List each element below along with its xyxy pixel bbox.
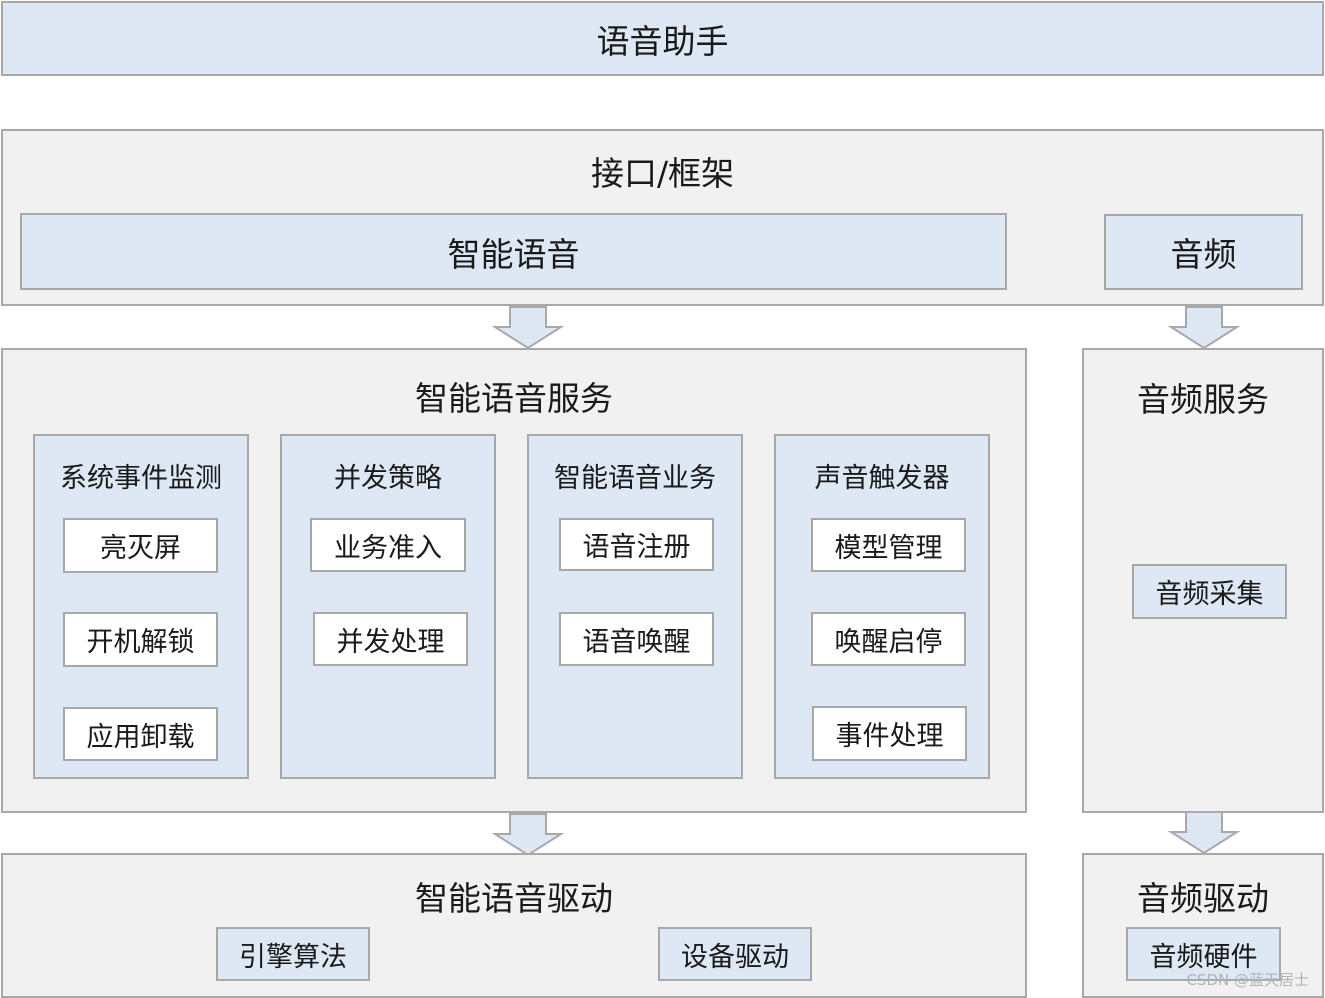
boot-unlock-item: 开机解锁 (63, 612, 218, 667)
voice-assistant-title: 语音助手 (596, 21, 729, 61)
device-driver-item: 设备驱动 (658, 927, 812, 981)
wakeup-start-stop-label: 唤醒启停 (834, 626, 943, 658)
screen-on-off-item: 亮灭屏 (63, 518, 218, 573)
voice-registration-item: 语音注册 (559, 518, 714, 571)
audio-interface: 音频 (1104, 214, 1303, 290)
intelligent-voice-interface: 智能语音 (20, 213, 1007, 290)
system-event-monitor-title: 系统事件监测 (60, 463, 222, 494)
app-uninstall-label: 应用卸载 (86, 721, 195, 753)
voice-registration-label: 语音注册 (582, 532, 691, 563)
audio-hardware-label: 音频硬件 (1149, 941, 1258, 973)
audio-capture-label: 音频采集 (1155, 579, 1264, 610)
intelligent-voice-interface-label: 智能语音 (447, 234, 580, 274)
business-admission-item: 业务准入 (310, 518, 466, 572)
concurrency-handling-item: 并发处理 (313, 612, 468, 666)
intelligent-voice-driver: 智能语音驱动 (1, 853, 1027, 998)
model-management-item: 模型管理 (811, 518, 966, 572)
device-driver-label: 设备驱动 (681, 941, 789, 973)
event-handling-label: 事件处理 (835, 721, 944, 752)
audio-driver-title: 音频驱动 (1137, 879, 1269, 918)
arrow-down-icon (492, 306, 564, 350)
arrow-down-icon (492, 813, 564, 857)
voice-assistant-layer: 语音助手 (1, 1, 1324, 76)
audio-hardware-item: 音频硬件 (1126, 927, 1281, 981)
screen-on-off-label: 亮灭屏 (100, 533, 181, 564)
concurrency-handling-label: 并发处理 (336, 626, 445, 658)
audio-capture-item: 音频采集 (1132, 564, 1287, 619)
intelligent-voice-service-title: 智能语音服务 (415, 379, 613, 418)
voice-wakeup-item: 语音唤醒 (559, 612, 714, 666)
boot-unlock-label: 开机解锁 (86, 627, 195, 658)
voice-wakeup-label: 语音唤醒 (582, 626, 691, 658)
model-management-label: 模型管理 (834, 532, 943, 564)
intelligent-voice-driver-title: 智能语音驱动 (415, 879, 613, 918)
concurrency-strategy-title: 并发策略 (334, 463, 442, 494)
arrow-down-icon (1168, 811, 1240, 855)
audio-driver: 音频驱动 (1082, 853, 1324, 998)
interface-framework-title: 接口/框架 (590, 154, 735, 193)
voice-business-title: 智能语音业务 (554, 463, 716, 494)
audio-service-title: 音频服务 (1137, 380, 1269, 419)
watermark: CSDN @蓝天居士 (1186, 971, 1309, 989)
voice-business-panel: 智能语音业务 (527, 434, 743, 779)
engine-algorithm-item: 引擎算法 (216, 927, 370, 981)
app-uninstall-item: 应用卸载 (63, 707, 218, 761)
sound-trigger-title: 声音触发器 (814, 463, 950, 494)
arrow-down-icon (1168, 306, 1240, 350)
audio-interface-label: 音频 (1170, 235, 1237, 274)
business-admission-label: 业务准入 (334, 532, 442, 564)
event-handling-item: 事件处理 (812, 706, 967, 761)
concurrency-strategy-panel: 并发策略 (280, 434, 496, 779)
engine-algorithm-label: 引擎算法 (239, 941, 347, 973)
wakeup-start-stop-item: 唤醒启停 (811, 612, 966, 666)
